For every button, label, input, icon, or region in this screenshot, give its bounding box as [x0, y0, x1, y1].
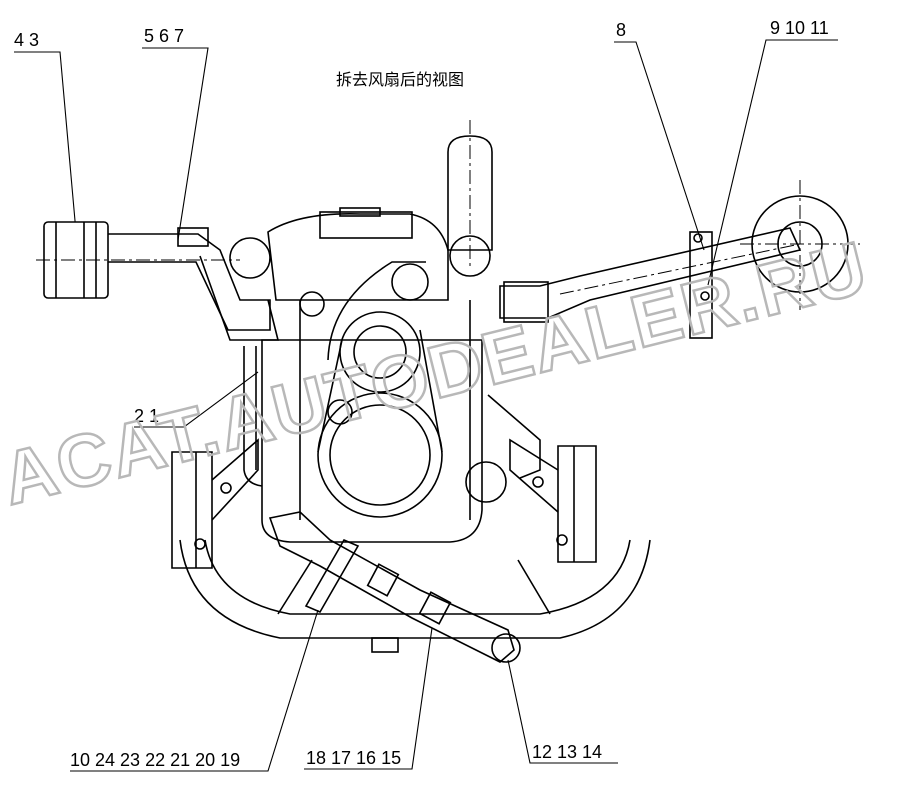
engine-frame — [171, 438, 651, 653]
leader-bottom-left — [70, 609, 319, 772]
left-intake-pipe — [36, 221, 280, 341]
engine-block — [243, 207, 541, 543]
callout-label-2-1: 2 1 — [134, 406, 159, 426]
callout-label-5-6-7: 5 6 7 — [144, 26, 184, 46]
leader-4-3 — [14, 51, 77, 233]
top-air-pipe — [229, 120, 493, 317]
leader-8 — [614, 41, 705, 251]
leader-lines — [14, 39, 838, 772]
callout-label-bottom-mid: 18 17 16 15 — [306, 748, 401, 768]
callout-label-4-3: 4 3 — [14, 30, 39, 50]
drawing-caption: 拆去风扇后的视图 — [336, 70, 464, 89]
callout-label-8: 8 — [616, 20, 626, 40]
leader-5-6-7 — [142, 47, 209, 241]
callout-label-9-10-11: 9 10 11 — [770, 18, 829, 38]
callout-labels: 4 3 5 6 7 8 9 10 11 2 1 10 24 23 22 21 2… — [14, 18, 829, 770]
callout-label-bottom-right: 12 13 14 — [532, 742, 602, 762]
bottom-hose — [268, 511, 521, 663]
leader-9-10-11 — [707, 39, 838, 286]
leader-bottom-mid — [304, 627, 433, 770]
right-exhaust-pipe — [499, 180, 860, 339]
leader-bottom-right — [507, 659, 618, 764]
callout-label-bottom-left: 10 24 23 22 21 20 19 — [70, 750, 240, 770]
leader-2-1 — [134, 371, 259, 428]
